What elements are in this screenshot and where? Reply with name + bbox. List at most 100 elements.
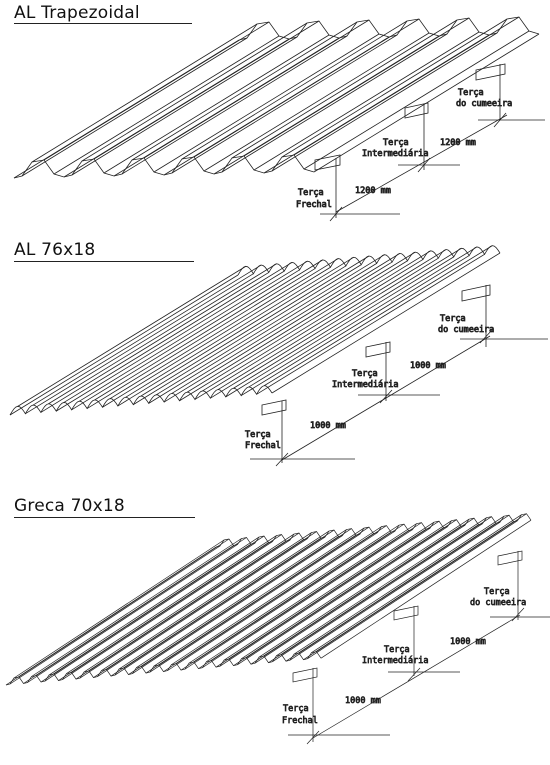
sheet-ridge-line [298,514,510,654]
sheet-ridge-line [180,531,392,671]
sheet-ridge-line [102,266,331,408]
dimension-label-lower: 1000 mm [345,696,381,706]
sheet-ridge-line [241,520,452,659]
sheet-ridge-line [94,259,323,401]
sheet-ridge-line [18,538,230,678]
sheet-ridge-line [81,22,308,162]
sheet-ridge-line [181,20,408,160]
sheet-ridge-line [271,32,498,172]
sheet-ridge-line [9,545,221,685]
sheet-ridge-line [109,258,339,399]
sheet-ridge-line [27,544,238,683]
label-cumeeira-line1: Terça [484,587,510,597]
sheet-ridge-line [253,31,480,171]
sheet-ridge-line [231,19,458,159]
sheet-ridge-line [56,270,285,412]
sheet-ridge-line [303,30,530,170]
sheet-front-profile [5,651,322,686]
label-cumeeira-line1: Terça [458,88,484,98]
sheet-ridge-line [248,246,478,388]
sheet-ridge-line [198,530,409,669]
sheet-ridge-line [132,535,343,674]
sheet-ridge-line [79,260,308,402]
purlin-cumeeira [497,550,523,620]
purlin-cumeeira [475,63,506,120]
sheet-ridge-line [128,536,339,675]
roof-diagram-trapezoidal: Terça do cumeeira Terça Intermediária Te… [13,16,545,222]
label-cumeeira-line2: do cumeeira [438,325,494,335]
label-intermediaria-line2: Intermediária [362,656,429,666]
sheet-ridge-line [233,527,444,666]
label-frechal-line1: Terça [298,188,324,198]
purlin-cumeeira [461,284,491,347]
dimension-lines [250,329,548,467]
sheet-ridge-line [71,269,300,411]
sheet-ridge-line [206,523,417,662]
label-intermediaria-line1: Terça [384,645,410,655]
sheet-ridge-line [93,539,304,678]
sheet-ridge-line [258,518,470,658]
label-intermediaria-line1: Terça [383,138,409,148]
sheet-ridge-line [43,21,270,161]
sheet-ridge-line [153,527,365,667]
sheet-ridge-line [184,530,396,670]
sheet-ridge-line [263,517,475,657]
sheet-back-profile [238,16,540,41]
sheet-ridge-line [211,522,422,661]
dimension-label-upper: 1000 mm [450,637,486,647]
sheet-ridge-line [188,524,400,664]
sheet-ridge-line [88,532,300,672]
roof-sheet [5,513,532,686]
sheet-ridge-line [110,537,322,677]
sheet-ridge-line [106,531,317,670]
sheet-ridge-line [5,546,217,686]
label-frechal-line2: Frechal [245,441,281,451]
sheet-ridge-line [221,33,448,173]
sheet-ridge-line [25,273,254,415]
dimension-lines [288,607,550,745]
label-intermediaria-line2: Intermediária [362,149,429,159]
label-cumeeira-line2: do cumeeira [456,99,512,109]
sheet-ridge-line [71,534,282,673]
purlin-intermediaria [365,341,391,401]
dimension-label-lower: 1000 mm [310,421,346,431]
sheet-ridge-line [131,21,358,161]
sheet-ridge-line [285,522,497,662]
sheet-ridge-line [240,255,470,396]
sheet-ridge-line [83,533,295,673]
sheet-ridge-line [40,272,270,413]
purlin-intermediaria [393,605,419,676]
sheet-ridge-line [48,536,260,676]
sheet-ridge-line [103,34,330,174]
sheet-ridge-line [202,529,413,668]
sheet-ridge-line [219,527,431,667]
title-underline [14,517,195,518]
sheet-ridge-line [203,32,430,172]
sheet-ridge-line [149,533,361,673]
sheet-ridge-line [101,532,312,671]
sheet-ridge-line [268,524,479,663]
sheet-ridge-line [276,517,487,656]
sheet-ridge-line [163,533,374,672]
sheet-ridge-line [114,536,326,676]
sheet-ridge-line [228,520,440,660]
section-title: AL Trapezoidal [14,3,140,23]
sheet-ridge-line [58,542,269,681]
sheet-ridge-line [143,19,370,159]
roof-sheet [9,245,501,416]
sheet-ridge-line [179,260,408,402]
purlin-frechal [292,667,318,742]
sheet-ridge-line [31,538,242,677]
section-title: Greca 70x18 [14,496,125,516]
sheet-ridge-line [233,247,462,389]
sheet-ridge-line [121,35,348,175]
title-underline [14,261,194,262]
sheet-ridge-line [93,20,320,160]
sheet-ridge-line [86,268,316,409]
sheet-ridge-line [250,525,462,665]
sheet-ridge-line [193,18,420,158]
sheet-ridge-line [21,37,248,177]
roof-sheet [13,16,540,179]
sheet-ridge-line [256,253,485,395]
sheet-ridge-line [17,266,246,407]
